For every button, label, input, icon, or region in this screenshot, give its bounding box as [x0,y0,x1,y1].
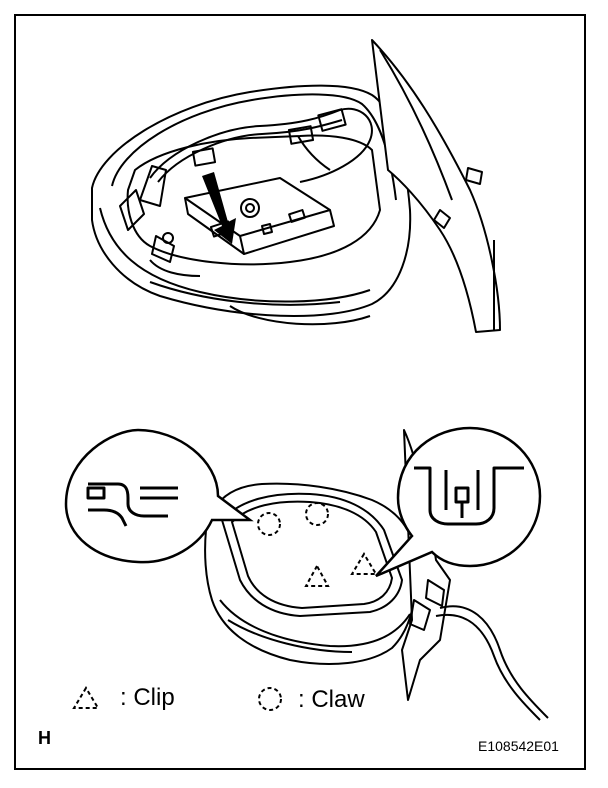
claw-detail-callout [64,428,254,564]
clip-marker-2 [350,552,378,575]
claw-detail-icon [86,482,178,527]
claw-legend-label: : Claw [298,686,365,713]
clip-detail-icon [414,466,524,526]
claw-marker-2 [305,502,329,526]
figure-code: E108542E01 [478,738,559,754]
clip-detail-callout [375,426,542,578]
mirror-housing-top [91,84,412,326]
triangle-dashed-icon [72,686,100,709]
clip-marker-1 [304,563,330,587]
figure-frame [14,14,586,770]
corner-mark: H [38,728,51,748]
claw-marker-1 [257,512,281,536]
circle-dashed-icon [258,687,282,711]
clip-legend-label: : Clip [120,684,175,711]
mirror-arm-top [371,39,501,333]
